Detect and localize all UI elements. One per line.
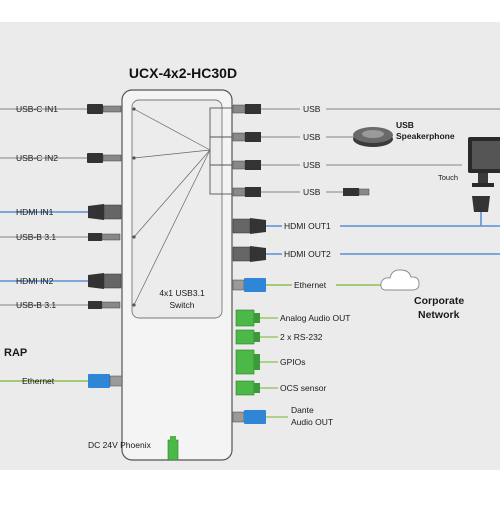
gpio-label: GPIOs: [280, 357, 306, 367]
touch-label: Touch: [438, 173, 458, 182]
rap-title: RAP: [4, 347, 27, 359]
dante-label-2: Audio OUT: [291, 417, 333, 427]
hdmi-out1-connector: [232, 218, 266, 234]
hdmi-out2-connector: [232, 246, 266, 262]
usb-switch-block: [131, 99, 223, 319]
bottom-band: [0, 470, 500, 500]
usb-out3-label-bg: [300, 159, 326, 171]
hdmi-out1-label-bg: [282, 220, 340, 232]
usbc-in1-connector: [87, 104, 122, 114]
switch-nodes: [132, 107, 136, 307]
hdmi-to-display-connector: [472, 196, 490, 226]
usb-out2-connector: [232, 132, 261, 142]
speakerphone-icon: [353, 127, 393, 147]
touch-display-icon: [468, 137, 500, 187]
usbc-in1-label: USB-C IN1: [16, 104, 58, 114]
dante-label-1: Dante: [291, 405, 314, 415]
network-label-1: Corporate: [414, 295, 464, 307]
network-label-2: Network: [418, 309, 460, 321]
hdmi-in2-connector: [88, 273, 122, 289]
usb-out1-connector: [232, 104, 261, 114]
phoenix-power-connector: [167, 436, 179, 461]
rap-ethernet-label: Ethernet: [22, 376, 55, 386]
usbb-1-connector: [88, 233, 121, 241]
usbc-in2-label: USB-C IN2: [16, 153, 58, 163]
speakerphone-label-2: Speakerphone: [396, 131, 455, 141]
speakerphone-label-1: USB: [396, 120, 414, 130]
usb-hub-bracket: [209, 107, 233, 195]
analog-audio-label: Analog Audio OUT: [280, 313, 350, 323]
ocs-phoenix-connector: [235, 380, 260, 396]
switch-label-2: Switch: [169, 300, 194, 310]
power-label: DC 24V Phoenix: [88, 440, 152, 450]
hdmi-in1-connector: [88, 204, 122, 220]
usb-out4-connector: [232, 187, 261, 197]
route-usbb2: [133, 149, 211, 306]
dante-ethernet-connector: [232, 410, 266, 424]
hdmi-out2-label-bg: [282, 248, 340, 260]
usb-out4-label-bg: [300, 186, 326, 198]
usbb-2-connector: [88, 301, 121, 309]
ocs-label: OCS sensor: [280, 383, 326, 393]
node-usbc2: [132, 156, 136, 160]
switch-routing-lines: [133, 108, 211, 306]
ethernet-label: Ethernet: [294, 280, 327, 290]
usb-out2-label-bg: [300, 131, 326, 143]
usbb-1-label: USB-B 3.1: [16, 232, 56, 242]
usbc-in2-connector: [87, 153, 122, 163]
node-usbb2: [132, 303, 136, 307]
hdmi-out2-label: HDMI OUT2: [284, 249, 331, 259]
usbb-2-label: USB-B 3.1: [16, 300, 56, 310]
usb-out4-label: USB: [303, 187, 321, 197]
route-usbc1: [133, 108, 211, 151]
ethernet-label-bg: [292, 279, 336, 291]
rs232-phoenix-connector: [235, 329, 260, 345]
usb-out3-connector: [232, 160, 261, 170]
hdmi-out1-label: HDMI OUT1: [284, 221, 331, 231]
analog-audio-phoenix-connector: [235, 309, 260, 327]
cloud-icon: [380, 269, 420, 291]
hdmi-in1-label: HDMI IN1: [16, 207, 54, 217]
usb-out2-label: USB: [303, 132, 321, 142]
usb-out1-label-bg: [300, 103, 326, 115]
route-usbb1: [133, 149, 211, 238]
rs232-label: 2 x RS-232: [280, 332, 323, 342]
usb-out4-end-connector: [343, 188, 370, 196]
top-band: [0, 0, 500, 22]
hdmi-in2-label: HDMI IN2: [16, 276, 54, 286]
device-title: UCX-4x2-HC30D: [129, 65, 237, 81]
switch-label: 4x1 USB3.1: [159, 288, 205, 298]
route-usbc2: [133, 149, 211, 159]
node-usbb1: [132, 235, 136, 239]
usb-out1-label: USB: [303, 104, 321, 114]
gpio-phoenix-connector: [235, 349, 260, 375]
ethernet-connector: [232, 278, 266, 292]
rap-ethernet-connector: [88, 374, 123, 388]
usb-out3-label: USB: [303, 160, 321, 170]
node-usbc1: [132, 107, 136, 111]
